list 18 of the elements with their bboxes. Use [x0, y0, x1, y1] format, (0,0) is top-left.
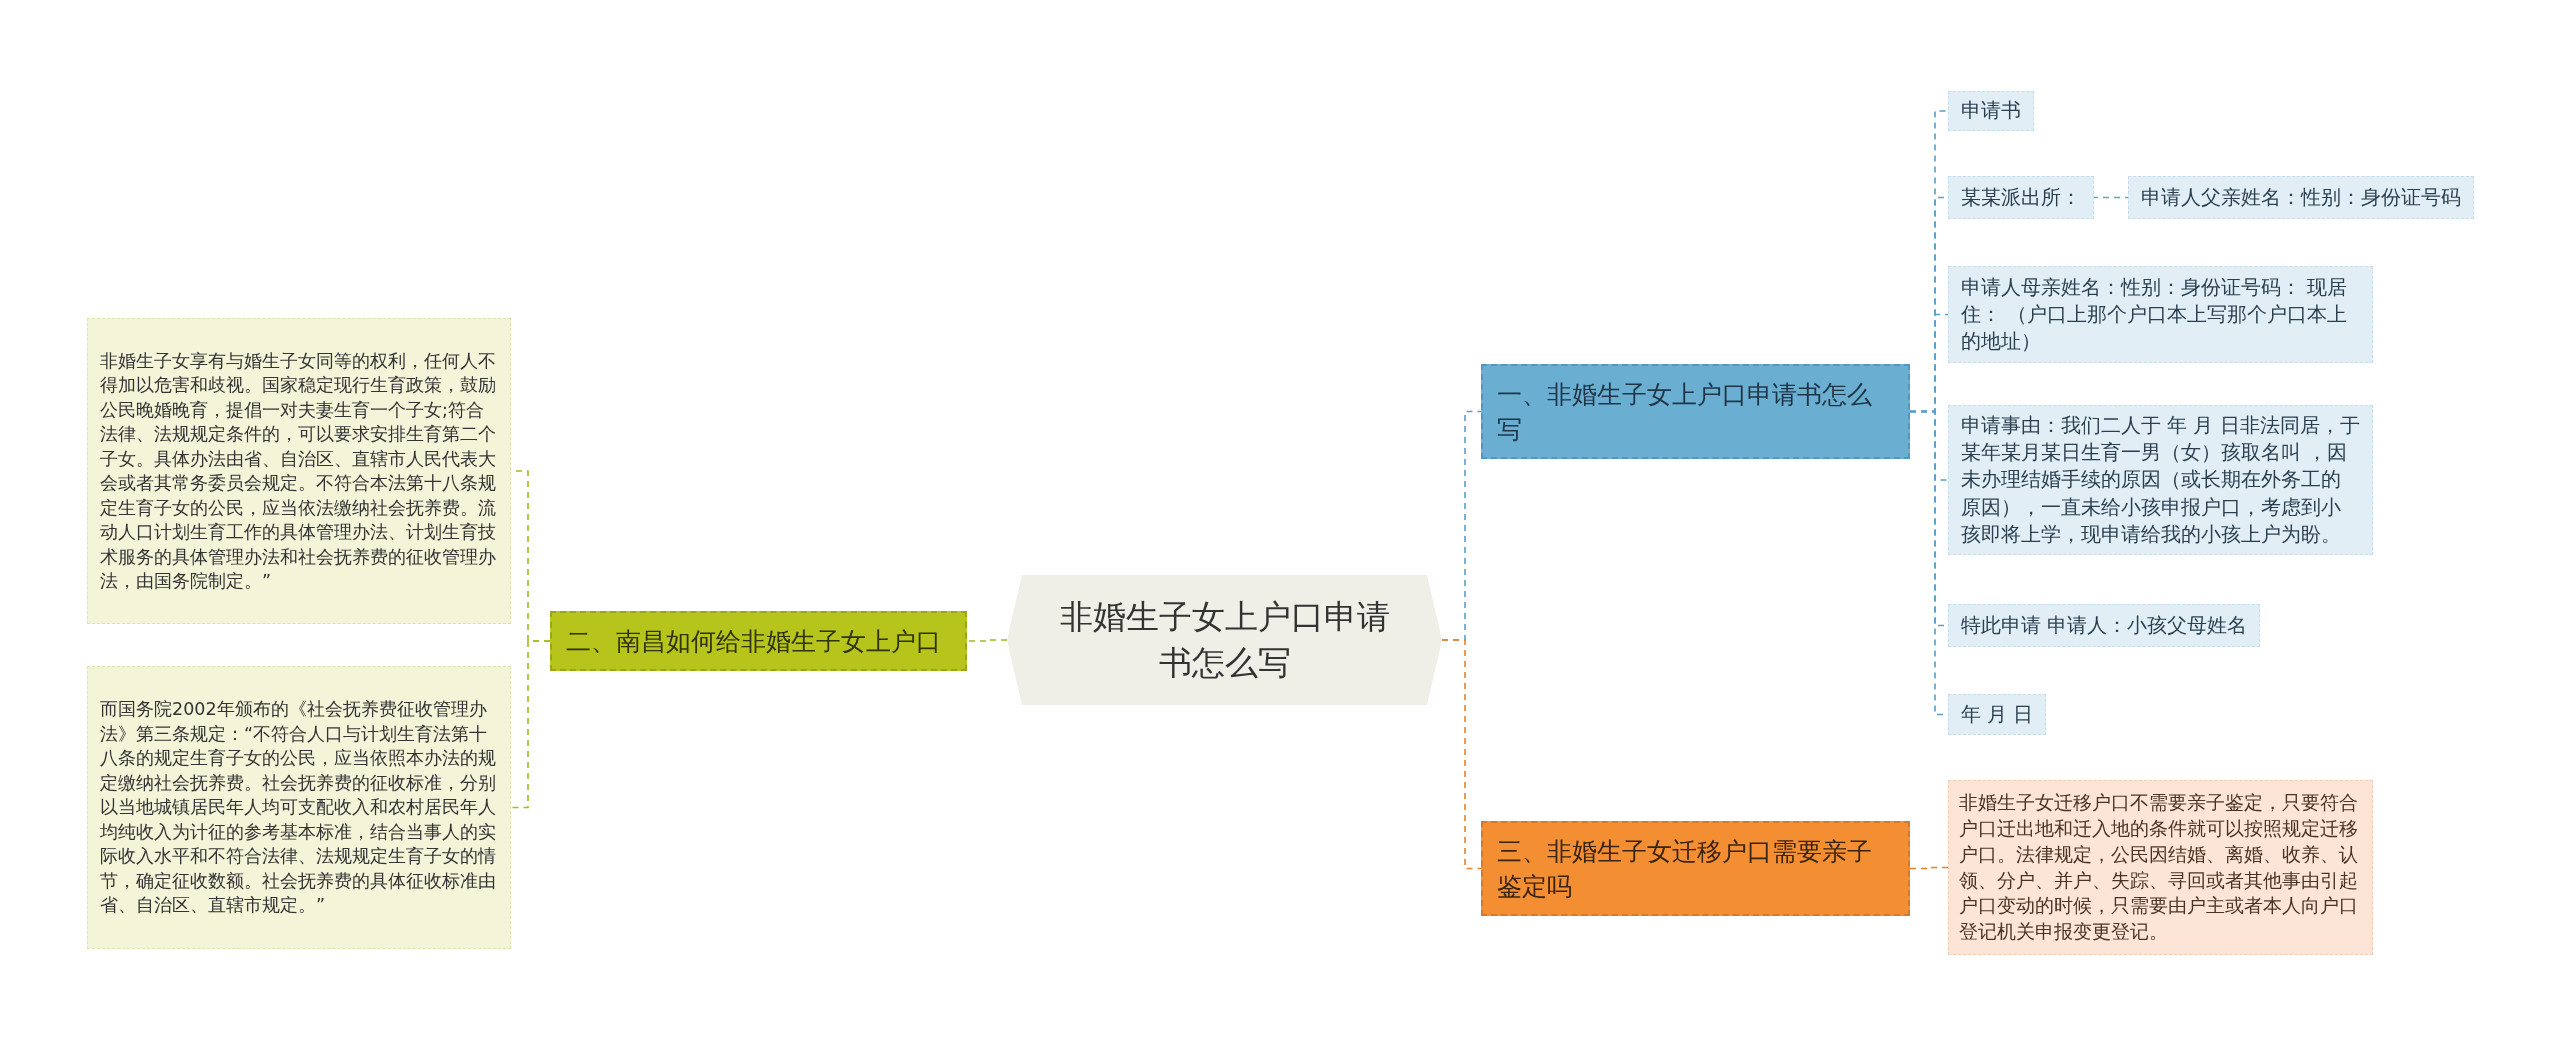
- topic-box: 一、非婚生子女上户口申请书怎么写: [1481, 364, 1910, 459]
- connector-line: [1909, 866, 1949, 870]
- note-box: 非婚生子女享有与婚生子女同等的权利，任何人不得加以危害和歧视。国家稳定现行生育政策，鼓励公民晚婚晚育，提倡一对夫妻生育一个子女;符合法律、法规规定条件的，可以要求安排生育第二个子女。具体办法由省、自治区、直辖市人民代表大会或者其常务委员会规定。不符合本法第十八条规定生育子女的公民，应当依法缴纳社会抚养费。流动人口计划生育工作的具体管理办法、计划生育技术服务的具体管理办法和社会抚养费的征收管理办法，由国务院制定。”: [87, 318, 511, 624]
- note-box: 申请事由：我们二人于 年 月 日非法同居，于某年某月某日生育一男（女）孩取名叫 ，因未办理结婚手续的原因（或长期在外务工的原因），一直未给小孩申报户口，考虑到小孩即将上学，现申请给我的小孩上户为盼。: [1948, 405, 2373, 555]
- note-box: 特此申请 申请人：小孩父母姓名: [1948, 604, 2261, 647]
- connector-line: [1441, 639, 1482, 870]
- topic-box: 二、南昌如何给非婚生子女上户口: [550, 611, 967, 671]
- note-box: 非婚生子女迁移户口不需要亲子鉴定，只要符合户口迁出地和迁入地的条件就可以按照规定迁移户口。法律规定，公民因结婚、离婚、收养、认领、分户、并户、失踪、寻回或者其他事由引起户口变动的时候，只需要由户主或者本人向户口登记机关申报变更登记。: [1948, 780, 2373, 955]
- central-topic: 非婚生子女上户口申请书怎么写: [1007, 575, 1442, 705]
- topic-box: 三、非婚生子女迁移户口需要亲子鉴定吗: [1481, 821, 1910, 916]
- note-box: 申请人母亲姓名：性别：身份证号码： 现居住： （户口上那个户口本上写那个户口本上的地址）: [1948, 266, 2373, 363]
- note-box: 某某派出所：: [1948, 176, 2094, 219]
- connector-line: [966, 639, 1008, 642]
- note-box: 申请书: [1948, 91, 2034, 131]
- connector-line: [510, 640, 551, 809]
- note-box: 而国务院2002年颁布的《社会抚养费征收管理办法》第三条规定：“不符合人口与计划生育法第十八条的规定生育子女的公民，应当依照本办法的规定缴纳社会抚养费。社会抚养费的征收标准，分别以当地城镇居民年人均可支配收入和农村居民年人均纯收入为计征的参考基本标准，结合当事人的实际收入水平和不符合法律、法规规定生育子女的情节，确定征收数额。社会抚养费的具体征收标准由省、自治区、直辖市规定。”: [87, 666, 511, 949]
- note-box: 年 月 日: [1948, 694, 2047, 735]
- note-box: 申请人父亲姓名：性别：身份证号码: [2128, 176, 2474, 219]
